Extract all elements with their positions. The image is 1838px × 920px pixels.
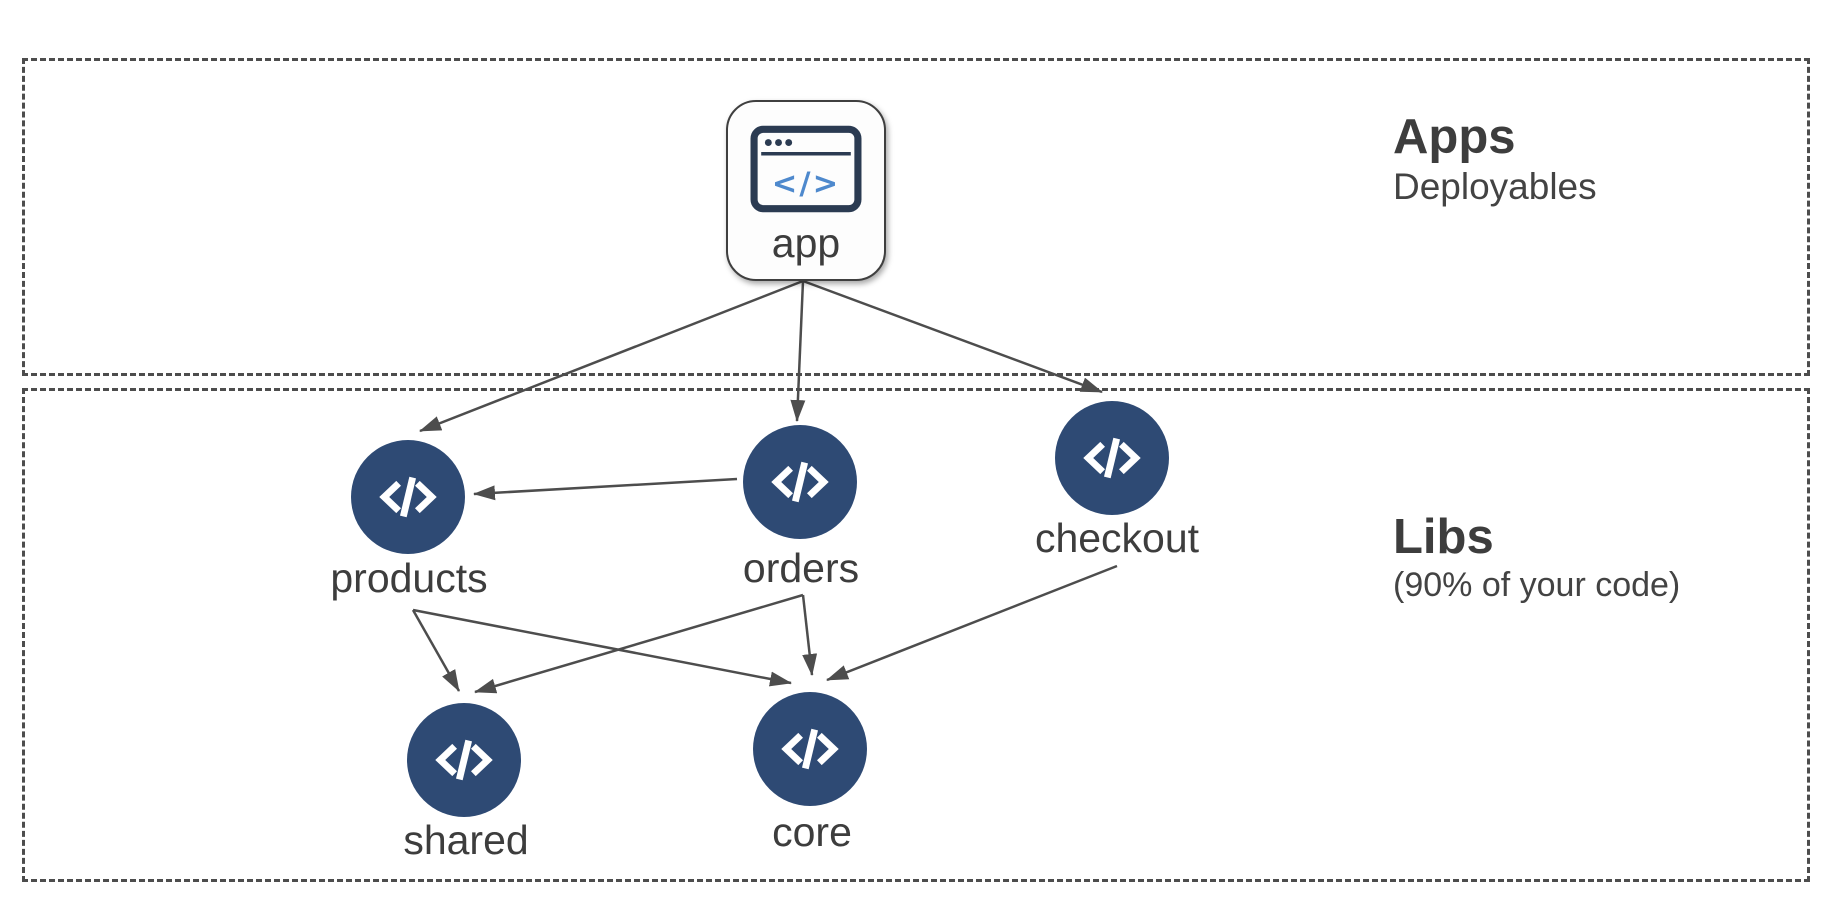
core-node	[753, 692, 867, 806]
libs-subtitle: (90% of your code)	[1393, 566, 1681, 605]
code-icon	[781, 728, 839, 770]
code-icon	[379, 476, 437, 518]
libs-section-frame	[22, 388, 1810, 882]
app-node-label: app	[771, 220, 841, 266]
core-node-label: core	[772, 809, 852, 855]
orders-node-label: orders	[742, 545, 860, 591]
apps-section-label: Apps Deployables	[1393, 110, 1597, 208]
products-node-label: products	[330, 555, 488, 601]
app-node: </> app	[726, 100, 886, 281]
libs-title: Libs	[1393, 510, 1494, 564]
code-icon	[771, 461, 829, 503]
orders-node	[743, 425, 857, 539]
shared-node-label: shared	[403, 817, 529, 863]
browser-code-icon: </>	[750, 125, 862, 213]
apps-section-frame	[22, 58, 1810, 376]
libs-section-label: Libs (90% of your code)	[1393, 510, 1681, 605]
code-icon	[435, 739, 493, 781]
checkout-node-label: checkout	[1034, 515, 1200, 561]
apps-title: Apps	[1393, 110, 1516, 164]
svg-text:</>: </>	[772, 166, 840, 201]
products-node	[351, 440, 465, 554]
code-icon	[1083, 437, 1141, 479]
shared-node	[407, 703, 521, 817]
apps-subtitle: Deployables	[1393, 166, 1597, 208]
checkout-node	[1055, 401, 1169, 515]
